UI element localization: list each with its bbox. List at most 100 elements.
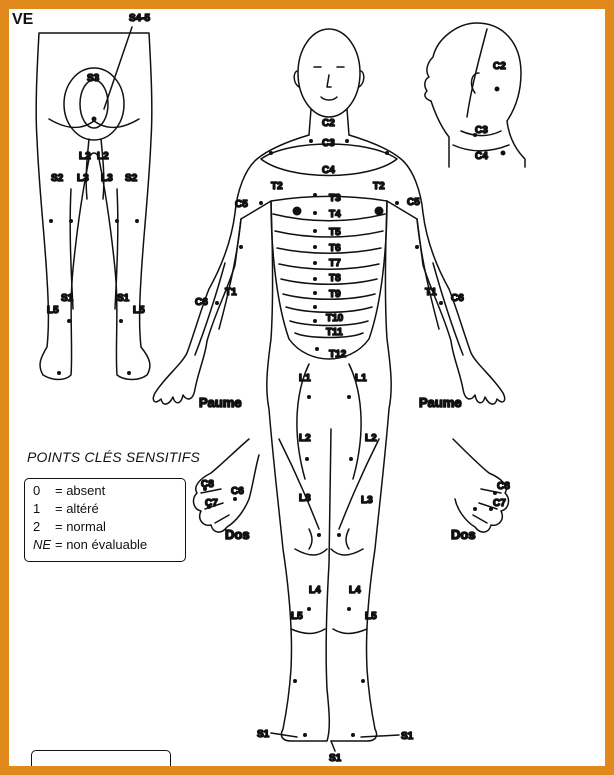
label-s1-left: S1 — [61, 293, 74, 304]
legend-desc: = absent — [55, 483, 106, 498]
label-t12: T12 — [329, 349, 347, 360]
front-point — [345, 139, 349, 143]
legend-key: 0 — [33, 483, 41, 498]
profile-point — [473, 133, 477, 137]
label-c6-left: C6 — [195, 297, 208, 308]
hand-label-c8-right: C8 — [497, 481, 510, 492]
label-t7: T7 — [329, 258, 341, 269]
label-t8: T8 — [329, 273, 341, 284]
hand-right-point — [489, 507, 493, 511]
legend-row-altered: 1= altéré — [33, 500, 185, 518]
s45-pointer — [103, 26, 133, 110]
label-l5-right: L5 — [365, 611, 377, 622]
label-t2-right: T2 — [373, 181, 385, 192]
front-point — [307, 607, 311, 611]
front-point — [293, 679, 297, 683]
legend-row-not-evaluable: NE= non évaluable — [33, 536, 185, 554]
hand-left-point — [203, 487, 207, 491]
caption-back-right: Dos — [451, 527, 476, 542]
label-c4: C4 — [322, 165, 335, 176]
front-point — [239, 245, 243, 249]
front-point — [313, 291, 317, 295]
label-l3-right: L3 — [101, 173, 113, 184]
label-t5: T5 — [329, 227, 341, 238]
legend-title: POINTS CLÉS SENSITIFS — [27, 449, 201, 465]
profile-label-c3: C3 — [475, 125, 488, 136]
label-l5-left: L5 — [47, 305, 59, 316]
front-point — [313, 277, 317, 281]
front-point — [313, 305, 317, 309]
front-point — [307, 395, 311, 399]
c4-cape-outline — [260, 143, 398, 177]
profile-key-points — [473, 86, 506, 156]
front-point — [337, 533, 341, 537]
legend-row-absent: 0 = absent — [33, 482, 185, 500]
label-t6: T6 — [329, 243, 341, 254]
profile-label-c2: C2 — [493, 61, 506, 72]
label-t1-right: T1 — [425, 287, 437, 298]
posterior-point — [69, 219, 73, 223]
label-c2: C2 — [322, 118, 335, 129]
profile-head-view: C2 C3 C4 — [424, 22, 526, 168]
label-s1-center: S1 — [329, 753, 342, 764]
label-t1-left: T1 — [225, 287, 237, 298]
corner-label: VE — [12, 11, 34, 28]
front-point — [361, 679, 365, 683]
posterior-inner-leg-right — [114, 188, 119, 310]
label-l3-right: L3 — [361, 495, 373, 506]
label-l4-left: L4 — [309, 585, 321, 596]
label-s2-right: S2 — [125, 173, 138, 184]
profile-collar — [452, 130, 510, 152]
hand-left-outline — [192, 438, 260, 533]
posterior-point — [57, 371, 61, 375]
hand-label-c6-left: C6 — [231, 486, 244, 497]
front-point — [315, 347, 319, 351]
label-c6-right: C6 — [451, 293, 464, 304]
label-s1-right: S1 — [401, 731, 414, 742]
posterior-point — [115, 219, 119, 223]
front-body-view: C2 C3 C4 T2 T2 C5 C5 T3 T4 T5 T6 T7 T8 T… — [152, 28, 506, 765]
front-point — [351, 733, 355, 737]
hand-label-c7-left: C7 — [205, 498, 218, 509]
posterior-key-points — [49, 116, 139, 375]
legend-desc: = non évaluable — [55, 537, 148, 552]
label-c3: C3 — [322, 138, 335, 149]
legend-key: 1 — [33, 501, 41, 516]
legend-box: 0= absent 1= altéré 2= normal NE= non év… — [24, 478, 186, 562]
front-point — [395, 201, 399, 205]
caption-palm-right: Paume — [419, 395, 462, 410]
legend-key: NE — [33, 537, 52, 552]
front-point — [313, 229, 317, 233]
front-point — [303, 733, 307, 737]
label-c5-left: C5 — [235, 199, 248, 210]
s1-pointers — [270, 732, 400, 752]
head-outline — [297, 28, 361, 118]
posterior-inner-leg-left — [69, 188, 74, 310]
legend-desc: = normal — [55, 519, 106, 534]
arm-inner-lines — [194, 218, 464, 356]
label-l1-right: L1 — [355, 373, 367, 384]
posterior-point — [135, 219, 139, 223]
front-point — [313, 245, 317, 249]
caption-back-left: Dos — [225, 527, 250, 542]
front-point — [313, 211, 317, 215]
posterior-l2-line — [85, 138, 105, 200]
posterior-legs-view: S4-5 S3 L2 L2 L3 L3 S2 S2 S1 S1 L5 L5 — [35, 12, 153, 381]
label-l2-right: L2 — [365, 433, 377, 444]
front-point — [259, 201, 263, 205]
front-point — [374, 206, 384, 216]
hand-right-outline — [452, 438, 510, 533]
label-s2-left: S2 — [51, 173, 64, 184]
sacral-ring-outer — [63, 67, 125, 141]
hand-left-point — [233, 497, 237, 501]
front-point — [347, 395, 351, 399]
label-t2-left: T2 — [271, 181, 283, 192]
front-point — [439, 301, 443, 305]
caption-palm-left: Paume — [199, 395, 242, 410]
front-point — [305, 457, 309, 461]
ribcage-bands — [272, 213, 386, 339]
label-l2-left: L2 — [79, 151, 91, 162]
label-t9: T9 — [329, 289, 341, 300]
label-l5-left: L5 — [291, 611, 303, 622]
posterior-point — [67, 319, 71, 323]
